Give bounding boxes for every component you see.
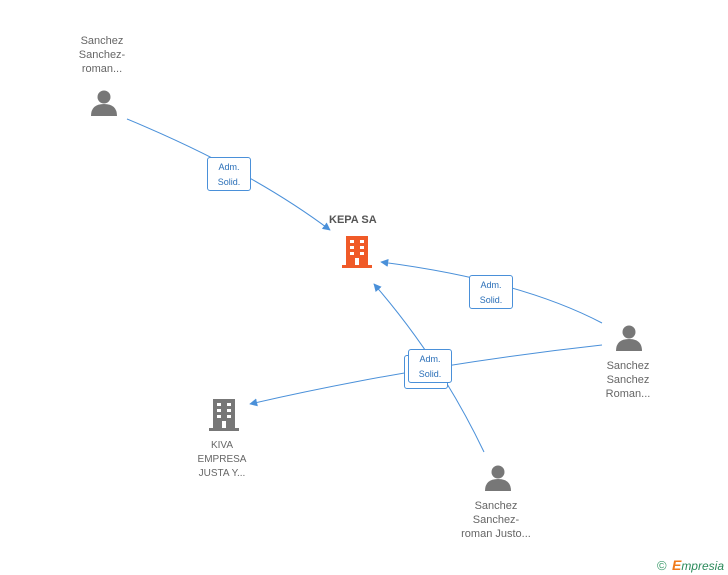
- person-icon[interactable]: [614, 323, 644, 353]
- label-line: Sanchez: [80, 35, 124, 47]
- person-icon[interactable]: [483, 463, 513, 493]
- badge-line: Solid.: [479, 295, 503, 305]
- copyright-symbol: ©: [657, 558, 667, 573]
- brand-initial: E: [671, 557, 682, 573]
- label-line: Sanchez: [474, 500, 518, 512]
- badge-line: Adm.: [218, 162, 240, 172]
- person-label-p1[interactable]: Sanchez Sanchez- roman...: [54, 34, 150, 76]
- badge-line: Adm.: [419, 354, 441, 364]
- company-label-c1[interactable]: KIVA EMPRESA JUSTA Y...: [174, 439, 270, 481]
- brand-name: mpresia: [681, 559, 724, 573]
- label-line: JUSTA Y...: [198, 468, 246, 479]
- label-line: EMPRESA: [197, 454, 247, 465]
- person-label-p3[interactable]: Sanchez Sanchez- roman Justo...: [438, 499, 554, 541]
- center-company-label[interactable]: KEPA SA: [329, 214, 377, 226]
- label-line: roman...: [81, 63, 123, 75]
- label-line: Sanchez: [606, 360, 650, 372]
- badge-line: Adm.: [480, 280, 502, 290]
- person-label-p2[interactable]: Sanchez Sanchez Roman...: [580, 359, 676, 401]
- building-icon[interactable]: [341, 235, 373, 269]
- building-icon[interactable]: [208, 398, 240, 432]
- label-line: Sanchez: [606, 374, 650, 386]
- edge-label-badge[interactable]: Adm. Solid.: [408, 349, 452, 383]
- empresia-watermark: © Empresia: [657, 557, 724, 573]
- badge-line: Solid.: [418, 369, 442, 379]
- person-icon[interactable]: [89, 88, 119, 118]
- label-line: roman Justo...: [461, 528, 531, 540]
- badge-line: Solid.: [217, 177, 241, 187]
- edge-label-badge[interactable]: Adm. Solid.: [469, 275, 513, 309]
- label-line: Roman...: [605, 388, 651, 400]
- label-line: Sanchez-: [78, 49, 126, 61]
- edge-label-badge[interactable]: Adm. Solid.: [207, 157, 251, 191]
- label-line: KIVA: [210, 440, 234, 451]
- label-line: Sanchez-: [472, 514, 520, 526]
